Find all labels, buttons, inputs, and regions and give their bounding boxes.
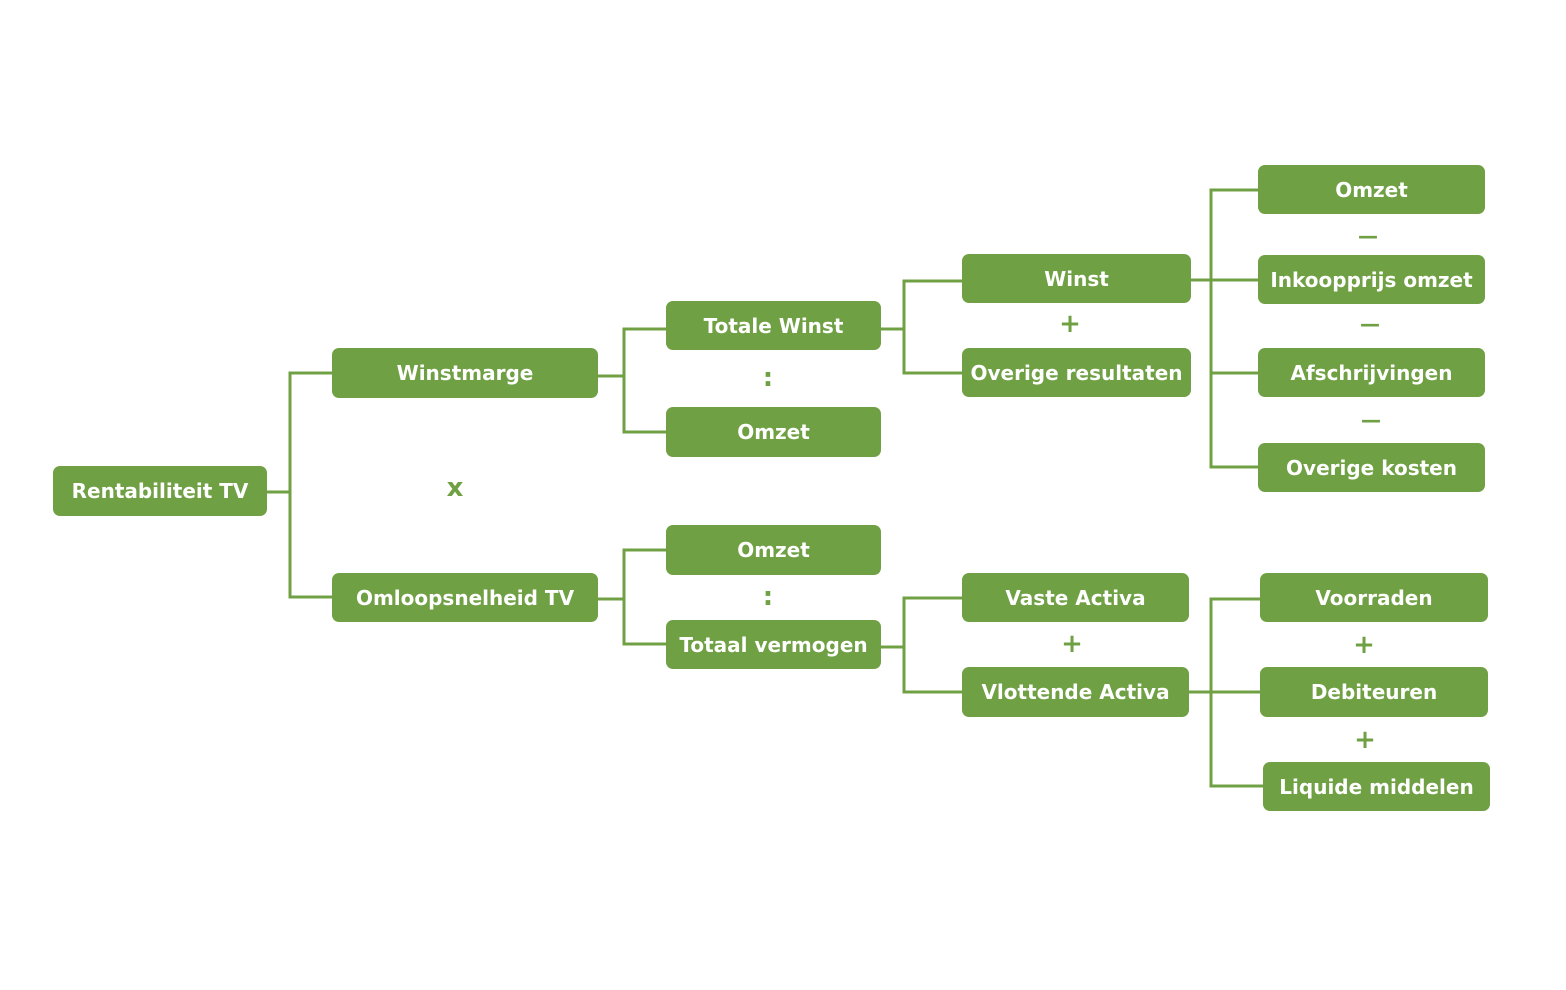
node-totaal-vermogen: Totaal vermogen xyxy=(666,620,881,669)
connector xyxy=(288,371,332,599)
plus-operator: + xyxy=(1354,725,1376,755)
divide-operator: : xyxy=(762,363,774,393)
divide-operator: : xyxy=(762,582,774,612)
node-overige-kosten: Overige kosten xyxy=(1258,443,1485,492)
plus-operator: + xyxy=(1061,629,1083,659)
node-inkoopprijs-omzet: Inkoopprijs omzet xyxy=(1258,255,1485,304)
node-debiteuren: Debiteuren xyxy=(1260,667,1488,717)
minus-operator: — xyxy=(1360,312,1380,336)
node-winst: Winst xyxy=(962,254,1191,303)
plus-operator: + xyxy=(1059,309,1081,339)
node-omloopsnelheid-tv: Omloopsnelheid TV xyxy=(332,573,598,622)
node-totale-winst: Totale Winst xyxy=(666,301,881,350)
node-vaste-activa: Vaste Activa xyxy=(962,573,1189,622)
node-omzet: Omzet xyxy=(1258,165,1485,214)
node-voorraden: Voorraden xyxy=(1260,573,1488,622)
connector xyxy=(622,327,666,434)
connector xyxy=(622,548,666,646)
connector xyxy=(902,279,962,375)
node-vlottende-activa: Vlottende Activa xyxy=(962,667,1189,717)
minus-operator: — xyxy=(1358,224,1378,248)
plus-operator: + xyxy=(1353,630,1375,660)
node-winstmarge: Winstmarge xyxy=(332,348,598,398)
multiply-operator: x xyxy=(446,473,464,503)
node-overige-resultaten: Overige resultaten xyxy=(962,348,1191,397)
connector xyxy=(1209,597,1263,788)
node-liquide-middelen: Liquide middelen xyxy=(1263,762,1490,811)
minus-operator: — xyxy=(1361,408,1381,432)
node-rentabiliteit-tv: Rentabiliteit TV xyxy=(53,466,267,516)
node-afschrijvingen: Afschrijvingen xyxy=(1258,348,1485,397)
node-omzet: Omzet xyxy=(666,407,881,457)
connector xyxy=(902,596,962,694)
node-omzet: Omzet xyxy=(666,525,881,575)
connector xyxy=(1209,188,1258,469)
